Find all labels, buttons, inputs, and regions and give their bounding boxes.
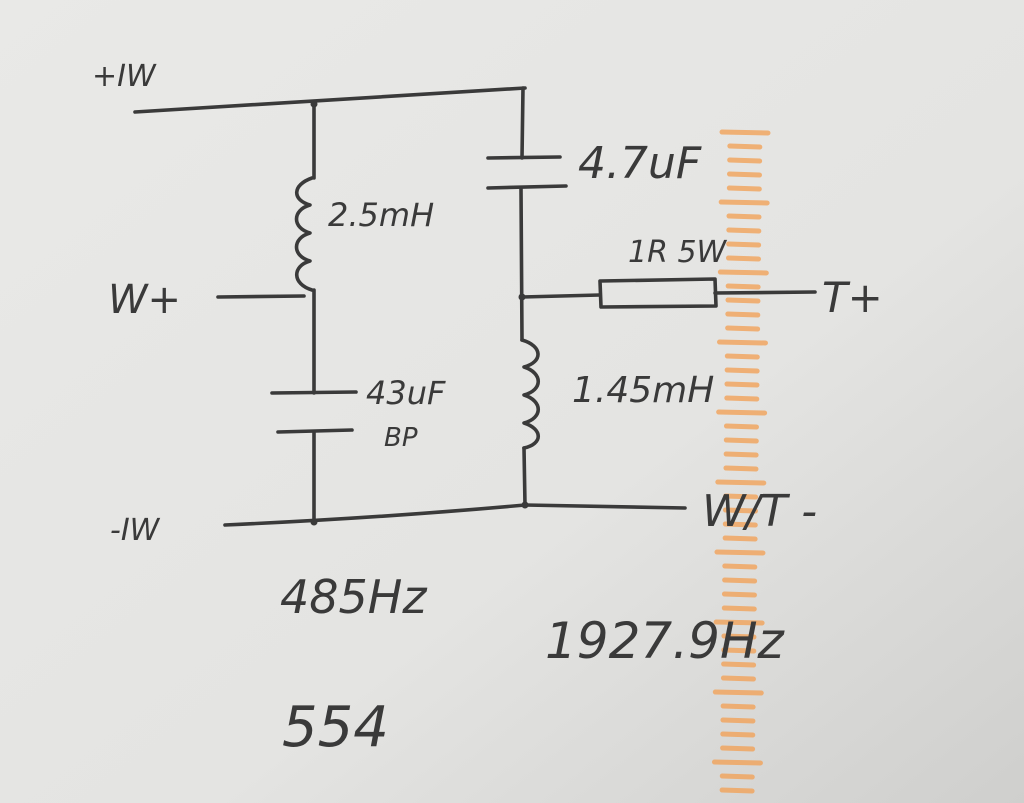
- ruler-tick: [725, 311, 761, 318]
- ruler-tick: [724, 395, 760, 402]
- tweeter-positive-label: T+: [822, 273, 883, 322]
- tweeter-tap-wire: [520, 293, 602, 299]
- woofer-positive-label: W+: [108, 277, 181, 323]
- woofer-capacitor-symbol: [270, 390, 358, 434]
- ruler-tick: [714, 549, 766, 556]
- ruler-tick: [725, 283, 761, 290]
- ruler-tick: [723, 465, 759, 472]
- ruler-tick: [724, 381, 760, 388]
- ruler-tick: [722, 507, 758, 514]
- common-negative-label: W/T -: [702, 486, 817, 537]
- ruler-tick: [725, 325, 761, 332]
- woofer-capacitor-value: 43uF: [366, 374, 446, 412]
- tweeter-mid-wire: [519, 186, 524, 342]
- woofer-inductor-symbol: [294, 176, 314, 292]
- tweeter-capacitor-symbol: [486, 155, 568, 190]
- woofer-inductor-value: 2.5mH: [328, 196, 434, 234]
- ruler-tick: [724, 367, 760, 374]
- ruler-tick: [712, 689, 764, 696]
- tweeter-return-wire: [523, 503, 687, 510]
- ruler-tick: [726, 185, 762, 192]
- tweeter-resistor-value: 1R 5W: [628, 235, 728, 270]
- node-dots: [310, 100, 529, 526]
- ruler-tick: [722, 577, 758, 584]
- ruler-tick: [726, 241, 762, 248]
- woofer-capacitor-type: BP: [384, 423, 418, 453]
- model-note: 554: [282, 695, 389, 760]
- ruler-tick: [717, 269, 769, 276]
- ruler-tick: [721, 633, 757, 640]
- ruler-tick: [723, 451, 759, 458]
- tweeter-inductor-symbol: [520, 338, 541, 450]
- ruler-tick: [720, 717, 756, 724]
- ruler-tick: [723, 493, 759, 500]
- bottom-rail-wire: [223, 503, 527, 527]
- tweeter-inductor-value: 1.45mH: [572, 370, 714, 411]
- ruler-tick: [723, 423, 759, 430]
- tweeter-resistor-symbol: [598, 277, 718, 309]
- ruler-tick: [721, 661, 757, 668]
- ruler-tick: [713, 619, 765, 626]
- ruler-tick: [724, 353, 760, 360]
- ruler-tick: [726, 213, 762, 220]
- tweeter-bottom-wire: [522, 446, 527, 507]
- ruler-tick: [719, 773, 755, 780]
- ruler-tick: [721, 591, 757, 598]
- ruler-tick: [720, 745, 756, 752]
- ruler-tick: [718, 199, 770, 206]
- woofer-feed-wire: [216, 294, 306, 299]
- top-rail-wire: [133, 86, 527, 114]
- tweeter-capacitor-value: 4.7uF: [578, 138, 702, 189]
- ruler-tick: [725, 255, 761, 262]
- ruler-tick: [722, 535, 758, 542]
- ruler-tick: [723, 437, 759, 444]
- ruler-tick: [726, 171, 762, 178]
- ruler-tick: [722, 563, 758, 570]
- ruler-tick: [719, 129, 771, 136]
- ruler-tick: [727, 157, 763, 164]
- wires: [133, 86, 817, 527]
- ruler-tick: [715, 479, 767, 486]
- ruler-tick: [716, 409, 768, 416]
- ruler-tick: [716, 339, 768, 346]
- input-negative-label: -IW: [110, 513, 161, 548]
- ruler-tick: [711, 759, 763, 766]
- ruler-tick: [727, 143, 763, 150]
- tweeter-top-wire: [520, 86, 525, 160]
- tweeter-out-wire: [713, 290, 817, 295]
- woofer-frequency-note: 485Hz: [280, 570, 427, 624]
- ruler-tick: [720, 675, 756, 682]
- ruler-tick: [721, 605, 757, 612]
- ruler-tick: [721, 647, 757, 654]
- input-positive-label: +IW: [92, 59, 157, 94]
- ruler-tick: [719, 787, 755, 794]
- ruler-tick: [720, 731, 756, 738]
- ruler-tick: [725, 297, 761, 304]
- ruler-tick: [722, 521, 758, 528]
- tweeter-frequency-note: 1927.9Hz: [545, 612, 786, 670]
- ruler-marks: [711, 129, 771, 794]
- ruler-tick: [720, 703, 756, 710]
- ruler-tick: [726, 227, 762, 234]
